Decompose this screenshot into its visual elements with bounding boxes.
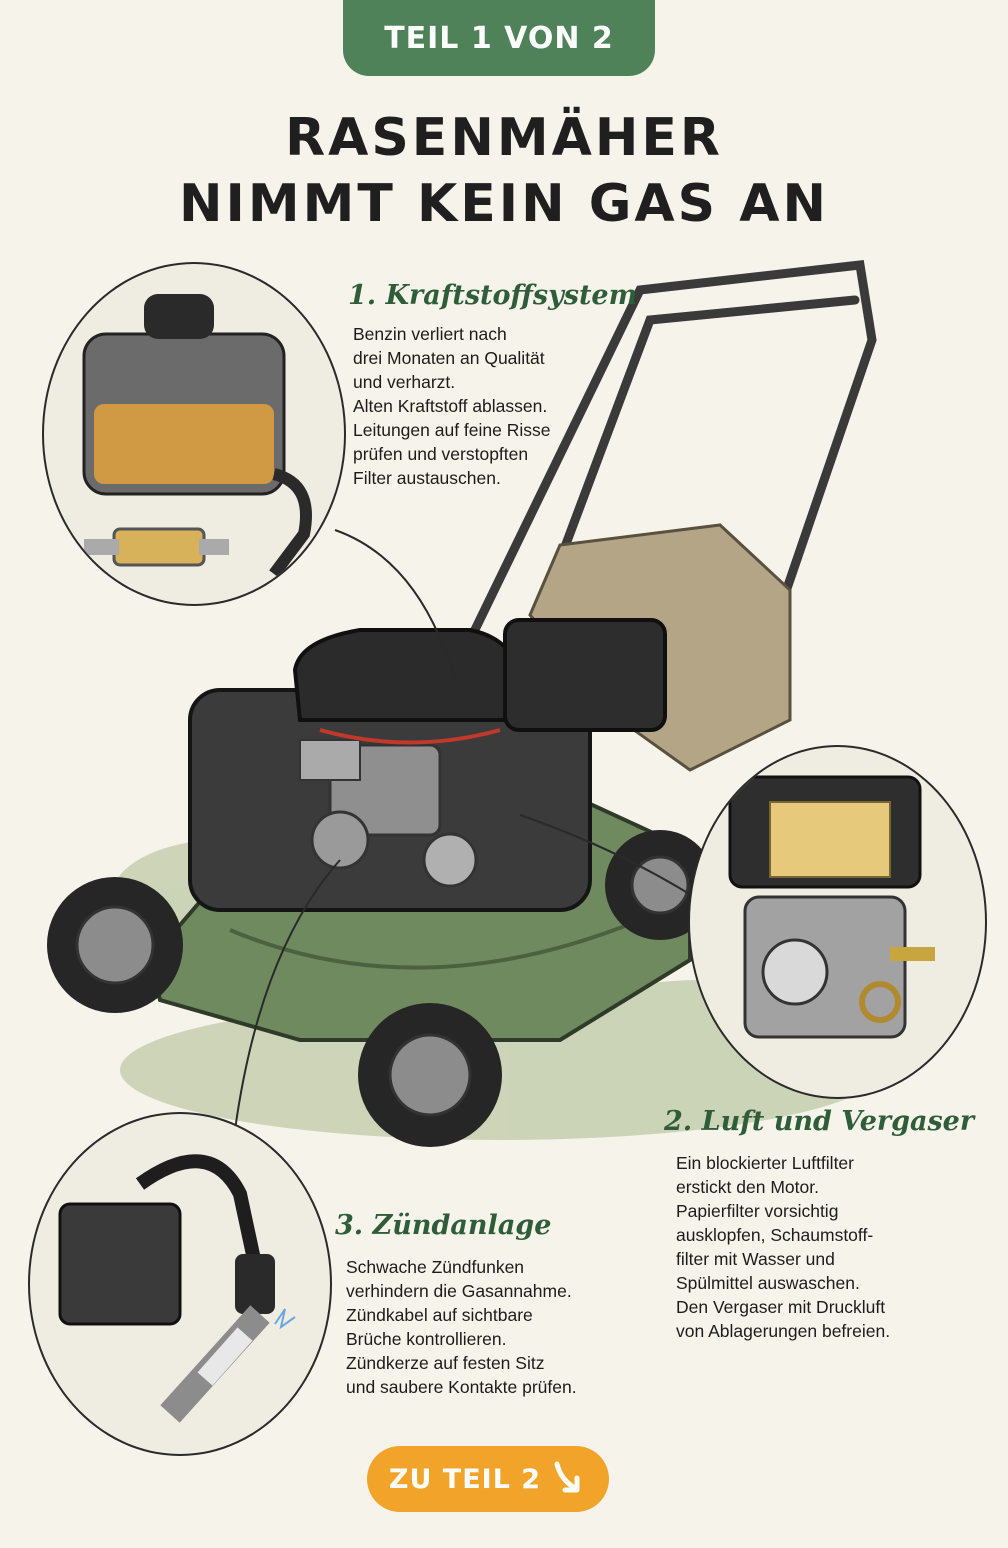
text-line: Filter austauschen. (353, 468, 501, 488)
text-line: Papierfilter vorsichtig (676, 1201, 839, 1221)
text-line: verhindern die Gasannahme. (346, 1281, 572, 1301)
text-line: Leitungen auf feine Risse (353, 420, 551, 440)
text-line: Spülmittel auswaschen. (676, 1273, 860, 1293)
text-line: Zündkabel auf sichtbare (346, 1305, 533, 1325)
part-badge: TEIL 1 VON 2 (343, 0, 655, 76)
ignition-coil-icon (58, 1154, 296, 1423)
section-heading-air: 2. Luft und Vergaser (664, 1106, 975, 1137)
mower-wheels (47, 830, 715, 1147)
text-line: filter mit Wasser und (676, 1249, 835, 1269)
page-title-line-1: RASENMÄHER (285, 108, 723, 168)
text-line: und verharzt. (353, 372, 456, 392)
text-line: Schwache Zündfunken (346, 1257, 525, 1277)
fuel-tank-icon (82, 294, 312, 578)
text-line: und saubere Kontakte prüfen. (346, 1377, 577, 1397)
air-carburetor-illustration (688, 745, 987, 1099)
section-heading-fuel: 1. Kraftstoffsystem (348, 280, 638, 311)
fuel-system-illustration (42, 262, 346, 606)
mower-handle (465, 260, 877, 725)
text-line: Ein blockierter Luftfilter (676, 1153, 854, 1173)
arrow-down-right-icon (554, 1461, 580, 1493)
text-line: Zündkerze auf festen Sitz (346, 1353, 545, 1373)
text-line: prüfen und verstopften (353, 444, 529, 464)
air-filter-icon (728, 775, 935, 1039)
text-line: von Ablagerungen befreien. (676, 1321, 891, 1341)
engine (188, 618, 667, 912)
section-text-air: Ein blockierter Luftfilter erstickt den … (676, 1151, 890, 1343)
text-line: Brüche kontrollieren. (346, 1329, 507, 1349)
ignition-illustration (28, 1112, 332, 1456)
text-line: Alten Kraftstoff ablassen. (353, 396, 548, 416)
text-line: Den Vergaser mit Druckluft (676, 1297, 886, 1317)
section-heading-ignition: 3. Zündanlage (335, 1210, 552, 1241)
page-title-line-2: NIMMT KEIN GAS AN (179, 174, 829, 234)
text-line: erstickt den Motor. (676, 1177, 819, 1197)
section-text-ignition: Schwache Zündfunken verhindern die Gasan… (346, 1255, 577, 1399)
text-line: ausklopfen, Schaumstoff- (676, 1225, 874, 1245)
section-text-fuel: Benzin verliert nach drei Monaten an Qua… (353, 322, 551, 490)
text-line: Benzin verliert nach (353, 324, 507, 344)
next-part-button[interactable]: ZU TEIL 2 (367, 1446, 609, 1512)
text-line: drei Monaten an Qualität (353, 348, 545, 368)
next-part-label: ZU TEIL 2 (388, 1463, 542, 1495)
